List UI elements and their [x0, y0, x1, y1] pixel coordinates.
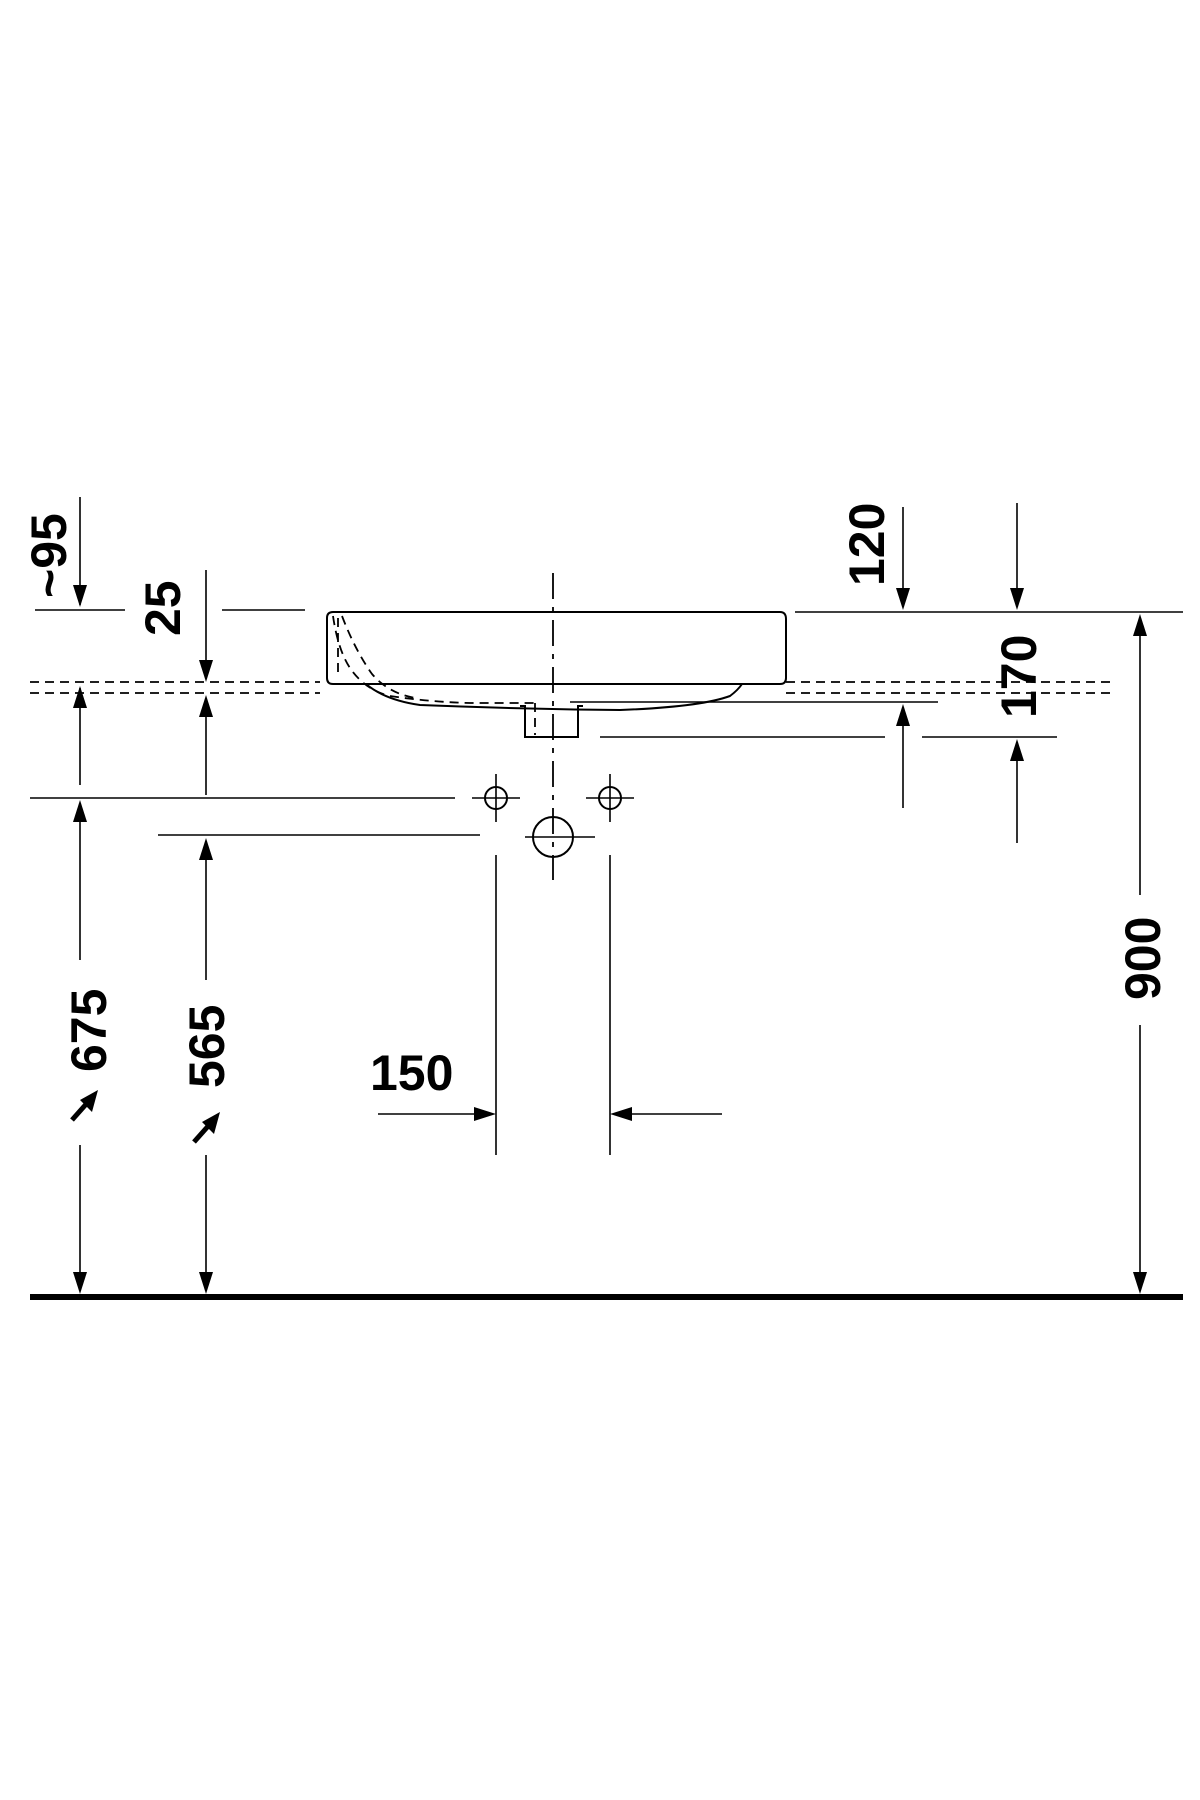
- dimension-label-565: 565: [179, 1005, 235, 1088]
- washbasin-outline: [326, 611, 787, 738]
- dimension-565: 565: [179, 838, 235, 1294]
- dimension-170: 170: [991, 503, 1047, 843]
- dimension-label-120: 120: [839, 503, 895, 586]
- dimension-label-170: 170: [991, 635, 1047, 718]
- dimension-25: 25: [135, 570, 213, 795]
- diagonal-arrow-icon: [70, 1090, 98, 1122]
- dimension-label-150: 150: [370, 1045, 453, 1101]
- extension-lines: [30, 609, 1183, 1155]
- supply-connection-right: [586, 774, 634, 822]
- dimension-675: 675: [61, 800, 117, 1294]
- dimension-label-675: 675: [61, 989, 117, 1072]
- dimension-900: 900: [1115, 614, 1171, 1294]
- dimension-label-95: ~95: [21, 513, 77, 598]
- dimension-150: 150: [370, 1045, 722, 1121]
- dimension-120: 120: [839, 503, 910, 808]
- waste-connection: [525, 816, 595, 858]
- dimension-label-900: 900: [1115, 917, 1171, 1000]
- dimension-label-25: 25: [135, 580, 191, 636]
- supply-connection-left: [472, 774, 520, 822]
- diagonal-arrow-icon: [192, 1112, 220, 1144]
- dimension-95: ~95: [21, 497, 87, 785]
